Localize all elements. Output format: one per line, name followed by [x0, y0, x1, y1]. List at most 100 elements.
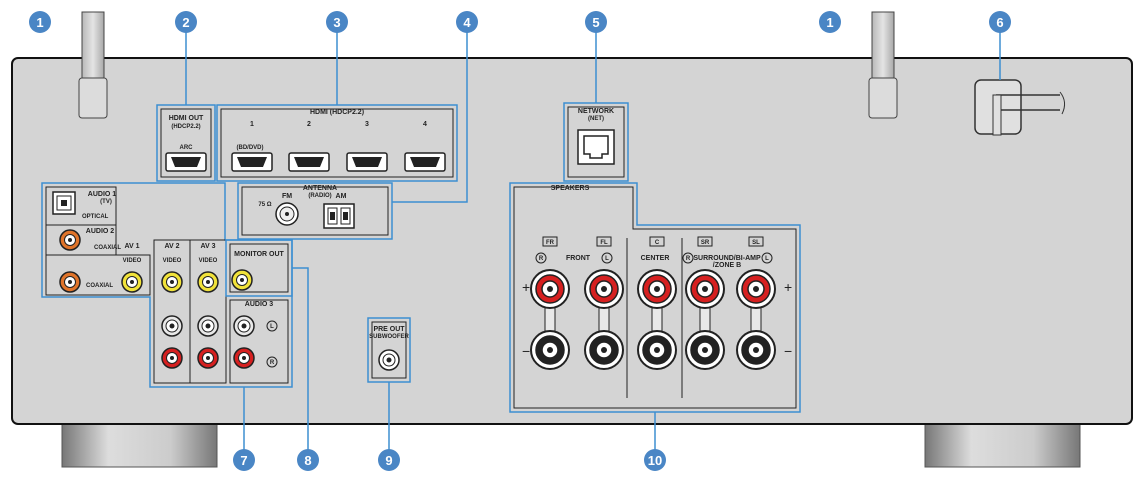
antenna-label: ANTENNA — [303, 185, 337, 192]
hdmi-out-label: HDMI OUT — [169, 115, 204, 122]
radio-label: (RADIO) — [308, 193, 331, 199]
network-label: NETWORK — [578, 108, 614, 115]
fm-label: FM — [282, 193, 292, 200]
svg-text:1: 1 — [826, 15, 833, 30]
monitor-out-video-jack[interactable] — [231, 269, 253, 291]
optical-port[interactable] — [52, 191, 76, 215]
callout-5: 5 — [585, 11, 607, 33]
speaker-terminal-c-minus[interactable] — [637, 330, 677, 370]
terminal-link-sr — [699, 307, 711, 332]
fm-antenna-jack[interactable] — [275, 202, 299, 226]
terminal-link-c — [651, 307, 663, 332]
hdmi-in-port-3[interactable] — [346, 152, 388, 172]
svg-text:10: 10 — [648, 453, 662, 468]
plus-left: + — [522, 279, 530, 295]
svg-text:8: 8 — [304, 453, 311, 468]
callout-8: 8 — [297, 449, 319, 471]
audio2-label: AUDIO 2 — [86, 228, 115, 235]
hdmi-out-sub: (HDCP2.2) — [171, 124, 200, 130]
av3-audio-r-jack[interactable] — [197, 347, 219, 369]
bd-dvd-label: (BD/DVD) — [237, 145, 264, 151]
am-label: AM — [336, 193, 347, 200]
av2-label: AV 2 — [164, 243, 179, 250]
optical-label: OPTICAL — [82, 214, 109, 220]
wireless-antenna-left — [78, 11, 108, 119]
av2-video-label: VIDEO — [163, 258, 182, 264]
svg-text:5: 5 — [592, 15, 599, 30]
speaker-terminal-sr-minus[interactable] — [685, 330, 725, 370]
callout-6: 6 — [989, 11, 1011, 33]
hdmi-port-1-label: 1 — [250, 121, 254, 128]
av3-video-label: VIDEO — [199, 258, 218, 264]
am-antenna-terminal[interactable] — [323, 203, 355, 229]
plus-right: + — [784, 279, 792, 295]
subwoofer-jack[interactable] — [378, 349, 400, 371]
speaker-terminal-fr-plus[interactable] — [530, 269, 570, 309]
svg-text:3: 3 — [333, 15, 340, 30]
audio3-label: AUDIO 3 — [245, 301, 274, 308]
hdmi-out-port[interactable] — [165, 152, 207, 172]
callout-9: 9 — [378, 449, 400, 471]
callout-lines — [185, 32, 1001, 456]
ethernet-port[interactable] — [577, 129, 615, 165]
network-section: NETWORK (NET) — [563, 102, 629, 182]
av3-video-jack[interactable] — [197, 271, 219, 293]
terminal-link-fl — [598, 307, 610, 332]
audio3-l-label: L — [270, 324, 274, 330]
front-r-label: R — [539, 256, 544, 262]
left-foot — [61, 421, 218, 468]
hdmi-port-2-label: 2 — [307, 121, 311, 128]
audio3-r-label: R — [270, 360, 275, 366]
av1-video-label: VIDEO — [123, 258, 142, 264]
speaker-terminal-sl-minus[interactable] — [736, 330, 776, 370]
callout-2: 2 — [175, 11, 197, 33]
av2-audio-r-jack[interactable] — [161, 347, 183, 369]
coaxial-label-2: COAXIAL — [86, 283, 113, 289]
svg-text:1: 1 — [36, 15, 43, 30]
svg-text:9: 9 — [385, 453, 392, 468]
coaxial-label-1: COAXIAL — [94, 245, 121, 251]
speaker-terminal-sr-plus[interactable] — [685, 269, 725, 309]
audio3-r-jack[interactable] — [233, 347, 255, 369]
speaker-terminal-fl-plus[interactable] — [584, 269, 624, 309]
fl-label: FL — [600, 240, 608, 246]
subwoofer-label: SUBWOOFER — [369, 334, 409, 340]
audio3-l-jack[interactable] — [233, 315, 255, 337]
svg-text:6: 6 — [996, 15, 1003, 30]
ohm-label: 75 Ω — [258, 202, 271, 208]
pre-out-label: PRE OUT — [373, 326, 405, 333]
speakers-section: SPEAKERS FR FL C SR SL R FRONT L CENTER … — [509, 182, 801, 413]
callout-10: 10 — [644, 449, 666, 471]
speaker-terminal-fl-minus[interactable] — [584, 330, 624, 370]
fr-label: FR — [546, 240, 555, 246]
speaker-terminal-sl-plus[interactable] — [736, 269, 776, 309]
av1-video-jack[interactable] — [121, 271, 143, 293]
hdmi-port-3-label: 3 — [365, 121, 369, 128]
audio-av-section: AUDIO 1 (TV) OPTICAL AUDIO 2 COAXIAL AV … — [41, 182, 293, 388]
zone-b-label: /ZONE B — [713, 262, 741, 269]
av1-coaxial-jack[interactable] — [59, 271, 81, 293]
av2-video-jack[interactable] — [161, 271, 183, 293]
power-cord-icon — [974, 79, 1066, 136]
audio1-label: AUDIO 1 — [88, 191, 117, 198]
speaker-terminal-fr-minus[interactable] — [530, 330, 570, 370]
av3-audio-l-jack[interactable] — [197, 315, 219, 337]
hdmi-in-port-4[interactable] — [404, 152, 446, 172]
hdmi-in-label: HDMI (HDCP2.2) — [310, 109, 364, 116]
hdmi-in-port-2[interactable] — [288, 152, 330, 172]
antenna-section: ANTENNA (RADIO) FM 75 Ω AM — [237, 182, 393, 240]
svg-text:7: 7 — [240, 453, 247, 468]
av2-audio-l-jack[interactable] — [161, 315, 183, 337]
net-label: (NET) — [588, 116, 604, 122]
audio2-coaxial-jack[interactable] — [59, 229, 81, 251]
monitor-out-label: MONITOR OUT — [234, 251, 284, 258]
speaker-terminal-c-plus[interactable] — [637, 269, 677, 309]
hdmi-in-port-1[interactable] — [231, 152, 273, 172]
sl-label: SL — [752, 240, 760, 246]
front-l-label: L — [605, 256, 609, 262]
svg-text:4: 4 — [463, 15, 471, 30]
callout-7: 7 — [233, 449, 255, 471]
surround-l-label: L — [765, 256, 769, 262]
surround-r-label: R — [686, 256, 691, 262]
callout-1-right: 1 — [819, 11, 841, 33]
